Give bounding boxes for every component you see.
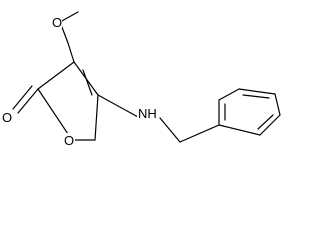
phenyl-bond-5	[259, 114, 281, 136]
bond-c4-c5	[94, 94, 99, 141]
phenyl-ring	[218, 88, 281, 136]
ring-oxygen-label: O	[64, 133, 74, 148]
bond-ch2-c3	[67, 42, 75, 63]
structure-diagram: O O O NH	[1, 11, 281, 148]
bond-o1-c2	[37, 88, 73, 141]
bond-carbonyl-2	[12, 85, 33, 110]
amine-label: NH	[138, 106, 157, 121]
furanone-ring	[12, 61, 99, 141]
carbonyl-oxygen-label: O	[2, 110, 12, 125]
benzylamino-group	[97, 94, 220, 143]
carbonyl-label-bg	[1, 111, 13, 124]
bond-carbonyl-1	[17, 88, 39, 114]
methoxy-oxygen-label: O	[52, 15, 62, 30]
amine-label-bg	[137, 107, 159, 120]
bond-c3-c4-double	[82, 69, 93, 96]
methoxymethyl-group	[59, 11, 79, 63]
phenyl-bond-2	[218, 88, 240, 101]
phenyl-bond-4	[274, 93, 281, 116]
phenyl-inner-bond-2	[242, 94, 270, 99]
bond-c4-n	[97, 94, 139, 118]
bond-methyl-o	[59, 11, 79, 23]
bond-n-ch2	[159, 117, 181, 143]
phenyl-bond-6	[218, 124, 261, 136]
phenyl-inner-bond-3	[257, 114, 274, 130]
ring-oxygen-label-bg	[63, 133, 75, 146]
phenyl-bond-3	[238, 88, 276, 95]
methoxy-label-bg	[51, 15, 62, 28]
bond-ch2-phenyl	[179, 124, 220, 143]
bond-c2-c3	[37, 61, 75, 90]
